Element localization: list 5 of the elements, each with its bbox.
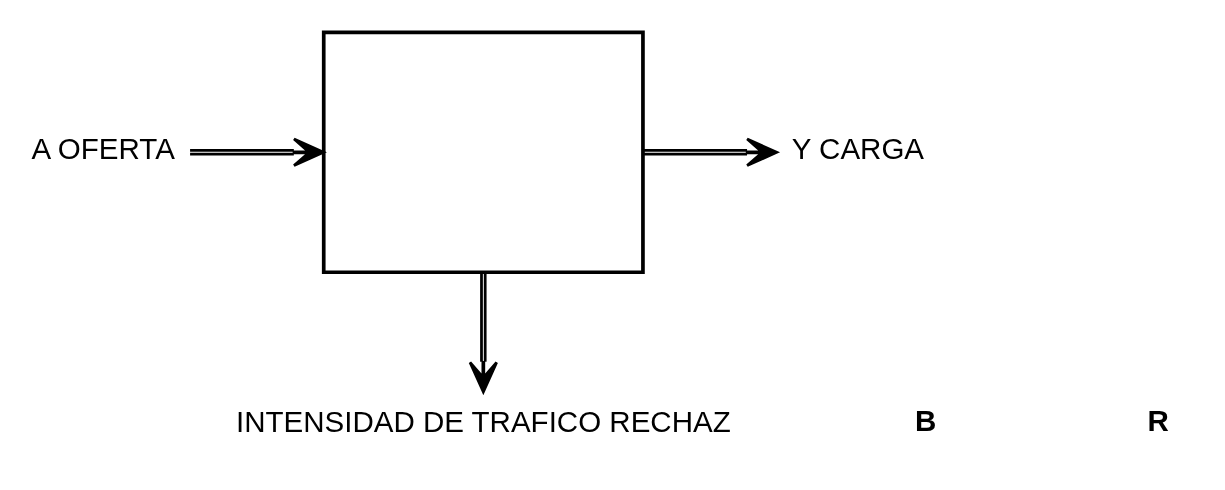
node-text: Y CARGA (791, 131, 925, 165)
node-text: INTENSIDAD DE TRAFICO RECHAZ (235, 404, 731, 438)
label: B (915, 403, 937, 437)
label: R (1147, 403, 1169, 437)
node-text: A OFERTA (31, 131, 175, 165)
